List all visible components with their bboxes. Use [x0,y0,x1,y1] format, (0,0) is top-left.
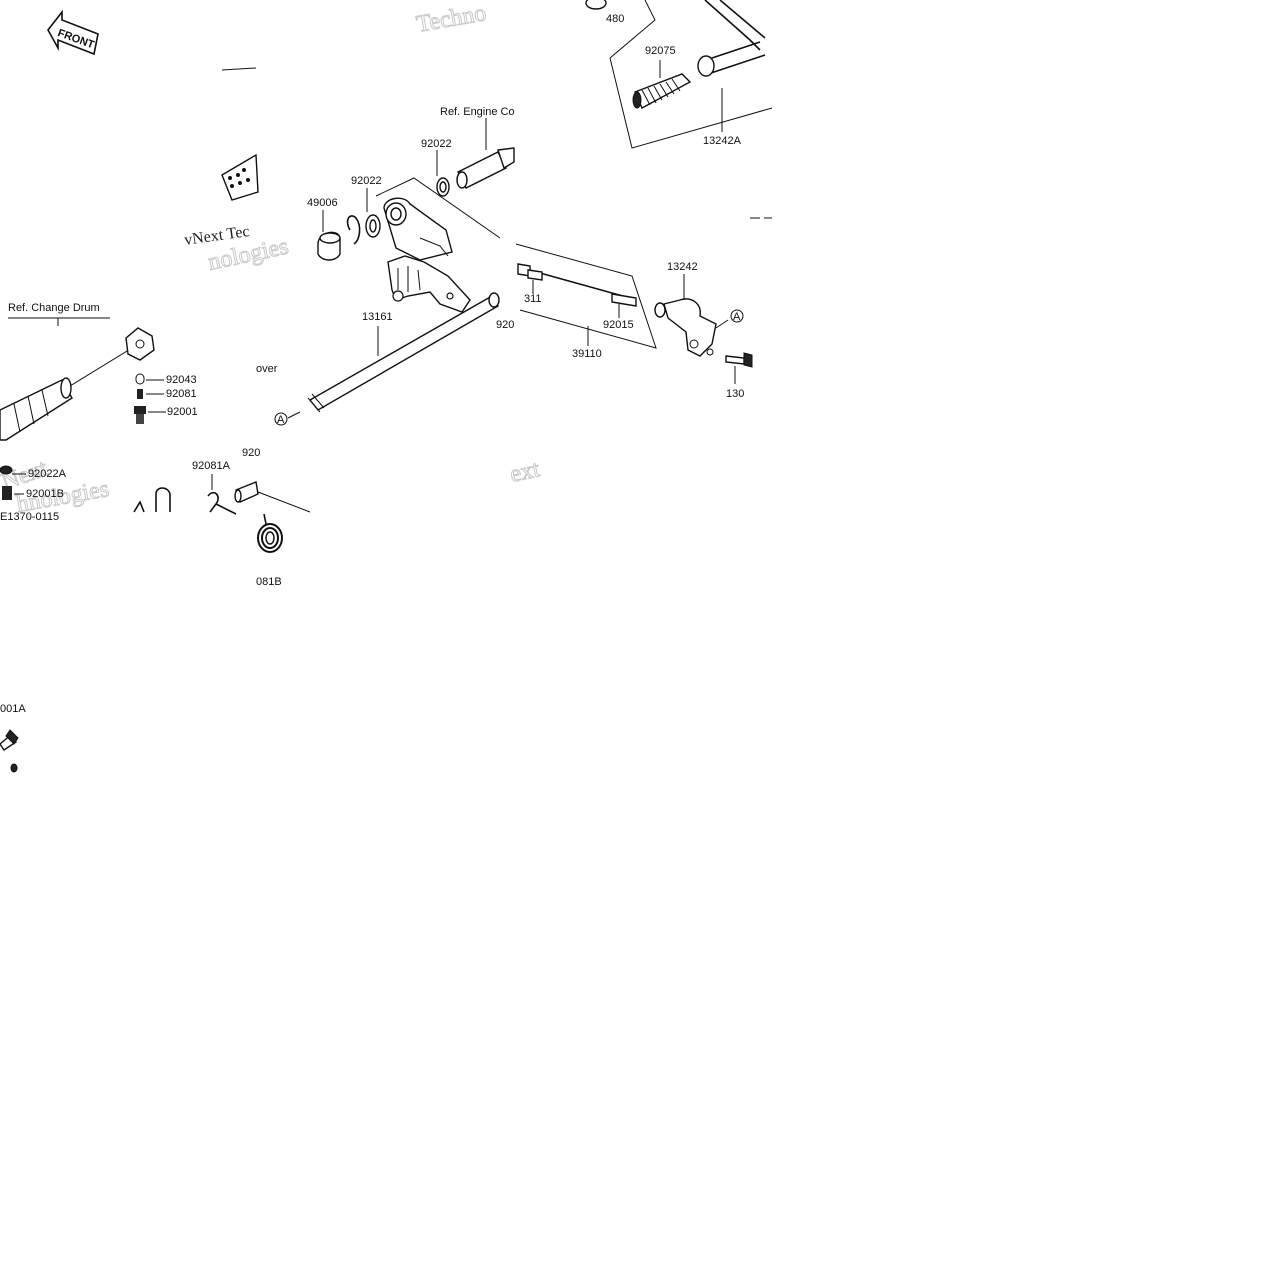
shift-lever [375,177,501,313]
bushing-49006 [317,231,341,261]
watermark-top: Techno [415,0,489,38]
drum-end [221,153,259,201]
front-arrow-icon: FRONT [47,9,99,56]
part-920-partial-2: 920 [242,447,260,459]
part-92022-a: 92022 [421,138,452,150]
part-081B: 081B [256,576,282,588]
shift-shaft-13161 [287,292,500,419]
callout-a-right: A [733,311,741,323]
part-13161: 13161 [362,311,393,323]
ref-engine-cover: Ref. Engine Co [440,106,515,118]
part-001A: 001A [0,703,26,715]
part-92022A: 92022A [28,468,67,480]
part-39110: 39110 [572,348,602,360]
part-92015: 92015 [603,319,634,331]
change-drum [0,327,155,441]
ref-change-drum: Ref. Change Drum [8,302,100,314]
part-130: 130 [726,388,744,400]
return-spring [257,513,283,553]
part-92043: 92043 [166,374,197,386]
part-92075: 92075 [645,45,676,57]
shift-arm-13242 [654,298,717,357]
part-49006: 49006 [307,197,338,209]
diagram-code: E1370-0115 [0,511,59,523]
part-13242A: 13242A [703,135,742,147]
watermark-right: ext [508,456,542,488]
drum-parts: 92043 92081 92001 [134,373,198,424]
pedal-rubber [632,73,692,109]
part-92022-b: 92022 [351,175,382,187]
part-480: 480 [606,13,624,25]
part-920-partial: 920 [496,319,514,331]
part-92001B: 92001B [26,488,64,500]
part-92081: 92081 [166,388,197,400]
part-92081A: 92081A [192,460,231,472]
part-13242: 13242 [667,261,698,273]
part-92001: 92001 [167,406,198,418]
callout-a-left: A [277,414,285,426]
ref-cover-partial: over [256,363,278,375]
tie-rod-box [515,243,657,349]
stud [456,147,515,189]
detent-parts: 92022A 92001B E1370-0115 [0,465,67,523]
part-311: 311 [524,293,542,305]
pedal-assembly: 480 92075 13242A [585,0,773,149]
